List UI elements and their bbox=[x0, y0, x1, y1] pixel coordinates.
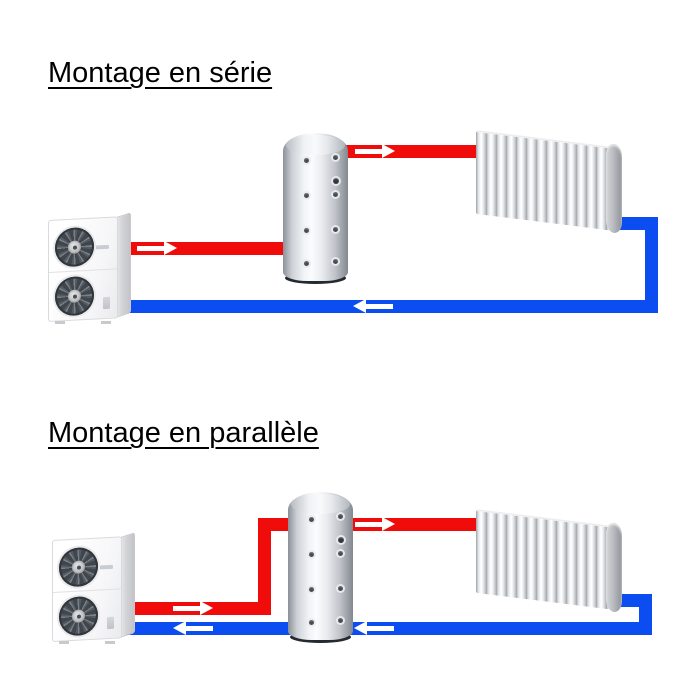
tank-port bbox=[338, 537, 344, 543]
radiator-icon bbox=[476, 130, 622, 234]
hot-pipe-pump-to-tank bbox=[120, 242, 290, 255]
pump-feet bbox=[59, 641, 69, 644]
buffer-tank-icon bbox=[283, 133, 348, 284]
radiator-end-cap bbox=[606, 521, 622, 613]
fan-hub bbox=[72, 560, 85, 574]
flow-arrow-right-icon bbox=[172, 601, 214, 616]
brand-logo bbox=[100, 564, 113, 570]
section-title-serie: Montage en série bbox=[48, 57, 273, 89]
flow-arrow-left-icon bbox=[172, 621, 214, 636]
tank-port bbox=[333, 259, 338, 264]
heat-pump-front-panel bbox=[48, 216, 118, 322]
tank-port bbox=[309, 517, 314, 522]
tank-port bbox=[309, 552, 314, 557]
section-title-parallele: Montage en parallèle bbox=[48, 417, 319, 449]
tank-port bbox=[338, 586, 343, 591]
fan-hub bbox=[72, 609, 85, 623]
pump-feet bbox=[55, 321, 65, 324]
heat-pump-side-panel bbox=[116, 212, 131, 318]
tank-port bbox=[309, 620, 314, 625]
fan-hub bbox=[68, 240, 81, 254]
brand-logo bbox=[96, 244, 109, 250]
heat-pump-icon bbox=[52, 532, 136, 644]
pump-vent bbox=[107, 616, 114, 630]
tank-body bbox=[288, 492, 353, 640]
tank-port bbox=[333, 227, 338, 232]
fan-icon bbox=[59, 546, 98, 588]
radiator-icon bbox=[476, 509, 622, 613]
tank-body bbox=[283, 133, 348, 281]
cold-pipe-riser bbox=[645, 217, 658, 313]
fan-icon bbox=[55, 226, 94, 268]
tank-port bbox=[304, 261, 309, 266]
tank-port bbox=[304, 193, 309, 198]
heat-pump-front-panel bbox=[52, 536, 122, 642]
pump-vent bbox=[103, 296, 110, 310]
radiator-end-cap bbox=[606, 142, 622, 234]
tank-port bbox=[309, 587, 314, 592]
tank-port bbox=[338, 551, 343, 556]
tank-port bbox=[338, 618, 343, 623]
tank-port bbox=[304, 158, 309, 163]
hot-pipe-tank-to-radiator bbox=[330, 145, 500, 158]
flow-arrow-right-icon bbox=[136, 241, 178, 256]
flow-arrow-left-icon bbox=[352, 299, 394, 314]
tank-port bbox=[338, 514, 343, 519]
fan-icon bbox=[59, 595, 98, 637]
tank-port bbox=[304, 228, 309, 233]
flow-arrow-right-icon bbox=[354, 517, 396, 532]
radiator-fins bbox=[476, 509, 612, 610]
fan-icon bbox=[55, 275, 94, 317]
tank-port bbox=[333, 192, 338, 197]
heat-pump-side-panel bbox=[120, 532, 135, 638]
fan-hub bbox=[68, 289, 81, 303]
hot-pipe-riser bbox=[258, 518, 271, 615]
tank-port bbox=[333, 178, 339, 184]
buffer-tank-icon bbox=[288, 492, 353, 643]
tank-port bbox=[333, 155, 338, 160]
radiator-fins bbox=[476, 130, 612, 231]
heat-pump-icon bbox=[48, 212, 132, 324]
flow-arrow-right-icon bbox=[354, 144, 396, 159]
flow-arrow-left-icon bbox=[353, 621, 395, 636]
